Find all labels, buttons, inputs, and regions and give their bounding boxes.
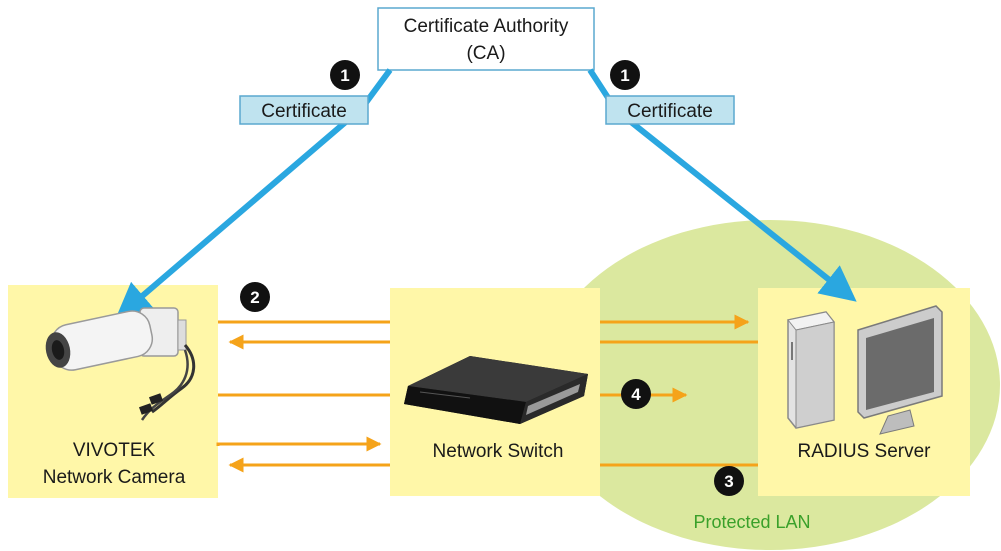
step-badge-2: 2 — [240, 282, 270, 312]
step-2-number: 2 — [250, 288, 259, 307]
step-3-number: 3 — [724, 472, 733, 491]
step-badge-1-left: 1 — [330, 60, 360, 90]
step-badge-3: 3 — [714, 466, 744, 496]
network-camera-icon — [45, 307, 196, 421]
certificate-label-right: Certificate — [627, 101, 713, 122]
step-badge-1-right: 1 — [610, 60, 640, 90]
ca-box — [377, 7, 595, 71]
ca-label-line2: (CA) — [466, 43, 505, 64]
camera-label-line2: Network Camera — [43, 467, 186, 488]
ca-label-line1: Certificate Authority — [404, 16, 569, 37]
camera-label-line1: VIVOTEK — [73, 440, 156, 461]
network-switch-icon — [404, 356, 588, 424]
step-4-number: 4 — [631, 385, 641, 404]
certificate-tag-right — [605, 95, 735, 125]
step-badge-4: 4 — [621, 379, 651, 409]
step-1-left-number: 1 — [340, 66, 349, 85]
certificate-tag-left — [239, 95, 369, 125]
step-1-right-number: 1 — [620, 66, 629, 85]
msg-camera-to-switch-bracket — [216, 436, 382, 452]
protected-lan-label: Protected LAN — [693, 512, 810, 532]
switch-label: Network Switch — [433, 441, 564, 462]
radius-server-icon — [787, 305, 943, 435]
certificate-label-left: Certificate — [261, 101, 347, 122]
server-label: RADIUS Server — [797, 441, 931, 462]
